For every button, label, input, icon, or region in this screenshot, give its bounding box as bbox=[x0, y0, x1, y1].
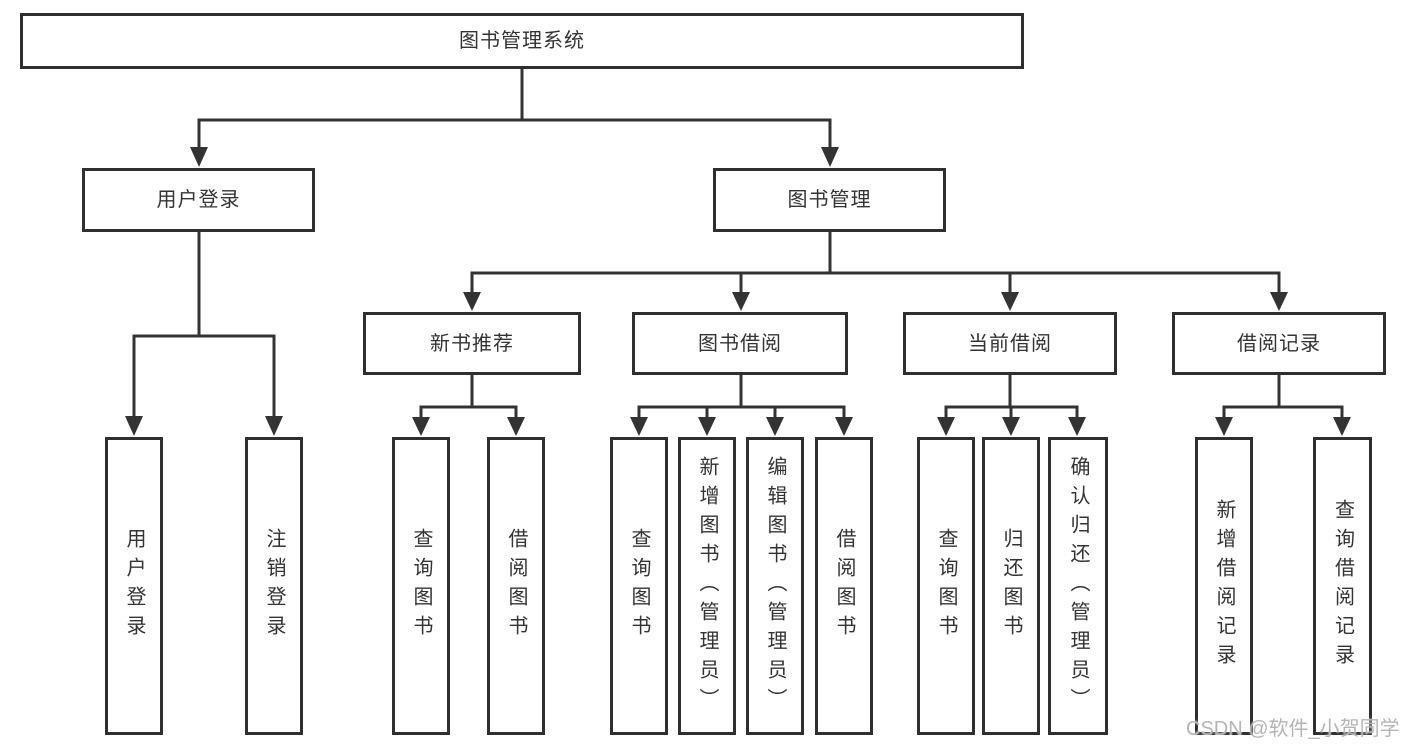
node-user-login: 用户登录 bbox=[82, 168, 315, 232]
connector-book-management-to-level3 bbox=[463, 232, 1288, 311]
leaf-add-books-admin-label: 新增图书（管理员） bbox=[696, 455, 718, 717]
leaf-logout-label: 注销登录 bbox=[263, 528, 285, 644]
node-book-management: 图书管理 bbox=[713, 168, 946, 232]
node-borrow-record-label: 借阅记录 bbox=[1237, 332, 1321, 355]
leaf-query-books-current: 查询图书 bbox=[917, 437, 975, 735]
leaf-user-login-label: 用户登录 bbox=[123, 528, 145, 644]
connector-new-book-recommend-to-leaves bbox=[412, 375, 525, 436]
leaf-query-borrow-record: 查询借阅记录 bbox=[1313, 437, 1372, 735]
node-user-login-label: 用户登录 bbox=[156, 189, 241, 211]
leaf-edit-books-admin-label: 编辑图书（管理员） bbox=[764, 455, 786, 717]
connector-user-login-to-leaves bbox=[125, 232, 283, 436]
leaf-query-borrow-record-label: 查询借阅记录 bbox=[1331, 499, 1354, 673]
node-new-book-recommend-label: 新书推荐 bbox=[430, 332, 514, 355]
leaf-query-books-current-label: 查询图书 bbox=[935, 528, 957, 644]
leaf-user-login: 用户登录 bbox=[105, 437, 163, 735]
leaf-return-books-label: 归还图书 bbox=[1000, 528, 1022, 644]
leaf-query-books-recommend-label: 查询图书 bbox=[410, 528, 432, 644]
connector-current-borrow-to-leaves bbox=[937, 375, 1086, 436]
node-book-borrow-label: 图书借阅 bbox=[698, 332, 782, 355]
leaf-query-books-borrow-label: 查询图书 bbox=[628, 528, 650, 644]
connector-book-borrow-to-leaves bbox=[630, 375, 853, 436]
connector-borrow-record-to-leaves bbox=[1215, 375, 1351, 436]
node-new-book-recommend: 新书推荐 bbox=[363, 312, 581, 375]
leaf-confirm-return-admin-label: 确认归还（管理员） bbox=[1067, 455, 1089, 717]
leaf-add-borrow-record-label: 新增借阅记录 bbox=[1213, 499, 1235, 673]
node-current-borrow-label: 当前借阅 bbox=[968, 332, 1052, 355]
leaf-borrow-books-recommend: 借阅图书 bbox=[487, 437, 545, 735]
node-book-management-label: 图书管理 bbox=[787, 189, 872, 211]
leaf-confirm-return-admin: 确认归还（管理员） bbox=[1048, 437, 1108, 735]
node-book-borrow: 图书借阅 bbox=[632, 312, 848, 375]
leaf-query-books-recommend: 查询图书 bbox=[392, 437, 450, 735]
leaf-edit-books-admin: 编辑图书（管理员） bbox=[746, 437, 804, 735]
node-borrow-record: 借阅记录 bbox=[1172, 312, 1386, 375]
leaf-query-books-borrow: 查询图书 bbox=[610, 437, 668, 735]
leaf-borrow-books: 借阅图书 bbox=[815, 437, 873, 735]
leaf-borrow-books-label: 借阅图书 bbox=[833, 528, 855, 644]
node-root: 图书管理系统 bbox=[20, 13, 1024, 69]
leaf-add-books-admin: 新增图书（管理员） bbox=[678, 437, 736, 735]
leaf-logout: 注销登录 bbox=[245, 437, 303, 735]
node-root-label: 图书管理系统 bbox=[459, 30, 585, 52]
leaf-return-books: 归还图书 bbox=[982, 437, 1040, 735]
node-current-borrow: 当前借阅 bbox=[903, 312, 1117, 375]
watermark-text: CSDN @软件_小贺同学 bbox=[1186, 718, 1400, 740]
connector-root-to-level2 bbox=[190, 69, 839, 167]
leaf-borrow-books-recommend-label: 借阅图书 bbox=[505, 528, 527, 644]
leaf-add-borrow-record: 新增借阅记录 bbox=[1195, 437, 1253, 735]
